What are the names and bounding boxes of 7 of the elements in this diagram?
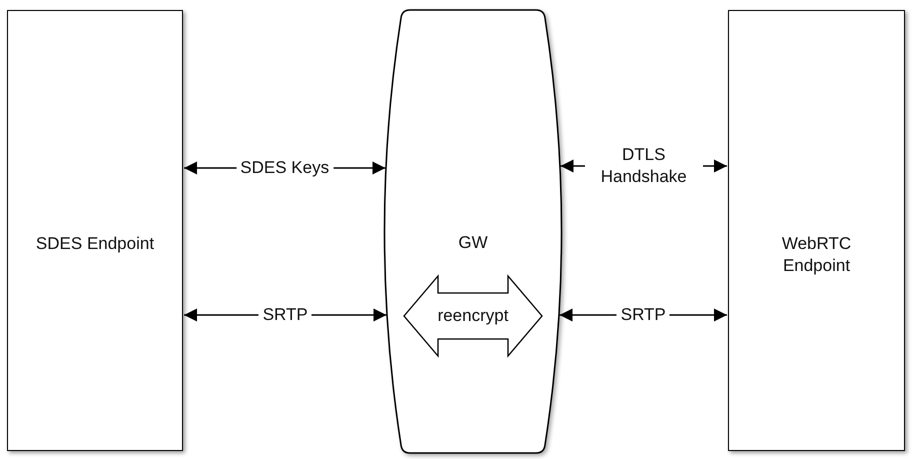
- double-arrow-shape: [403, 275, 543, 357]
- node-label: GW: [457, 232, 489, 254]
- endpoint-box: [7, 10, 183, 451]
- node-label: WebRTC Endpoint: [780, 233, 852, 277]
- node-label: SDES Endpoint: [34, 233, 156, 255]
- endpoint-box: [728, 10, 905, 451]
- process-label: reencrypt: [436, 305, 510, 327]
